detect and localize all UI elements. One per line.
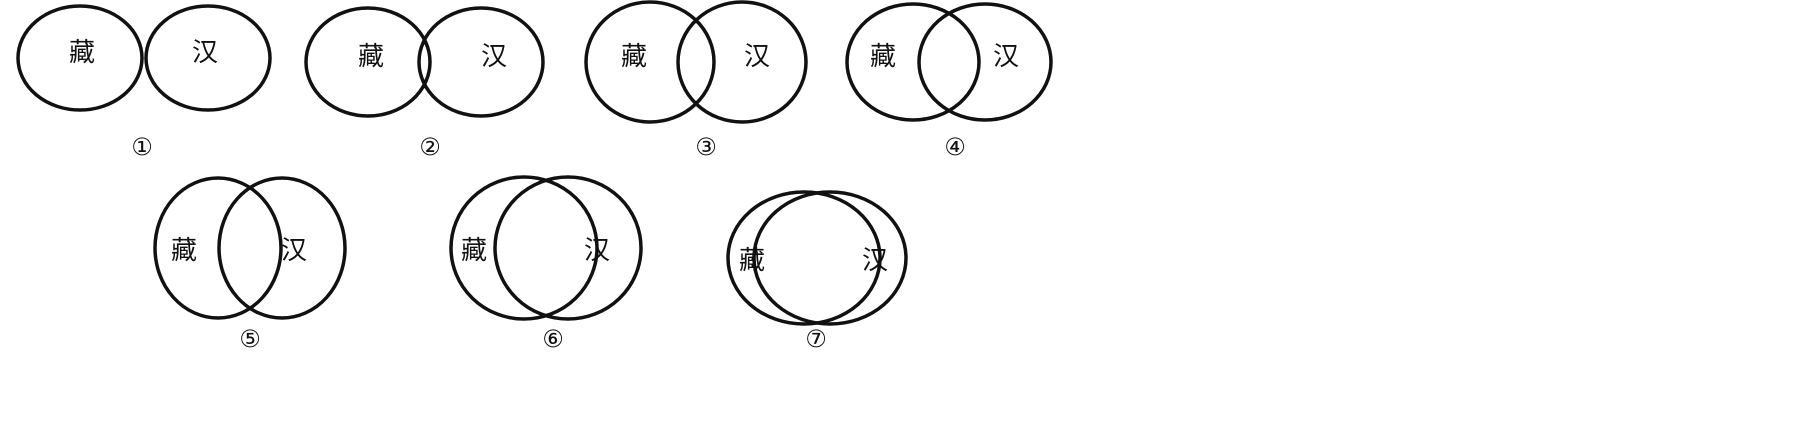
left-set-circle	[449, 175, 599, 321]
right-set-circle	[217, 176, 347, 320]
diagram-number: ⑦	[805, 325, 827, 353]
diagram-number: ⑤	[239, 325, 261, 353]
right-set-label: 汉	[584, 236, 610, 266]
venn-diagram-4: 藏 汉 ④	[845, 2, 1053, 161]
venn-diagram-5: 藏 汉 ⑤	[153, 176, 347, 353]
left-set-label: 藏	[69, 38, 95, 68]
diagram-number: ④	[944, 133, 966, 161]
left-set-label: 藏	[461, 236, 487, 266]
right-set-circle	[417, 6, 545, 118]
right-set-label: 汉	[481, 42, 507, 72]
left-set-circle	[304, 6, 432, 118]
left-set-label: 藏	[621, 42, 647, 72]
right-set-circle	[752, 190, 908, 326]
right-set-label: 汉	[862, 246, 888, 276]
left-set-circle	[584, 0, 716, 124]
diagram-number: ⑥	[542, 325, 564, 353]
diagram-number: ③	[695, 133, 717, 161]
diagram-number: ②	[419, 133, 441, 161]
right-set-circle	[676, 0, 808, 124]
left-set-circle	[153, 176, 283, 320]
right-set-label: 汉	[744, 42, 770, 72]
left-set-circle	[16, 4, 144, 112]
venn-diagram-1: 藏 汉 ①	[16, 4, 272, 161]
venn-diagram-2: 藏 汉 ②	[304, 6, 545, 161]
venn-diagram-7: 藏 汉 ⑦	[726, 190, 908, 353]
venn-diagram-6: 藏 汉 ⑥	[449, 175, 643, 353]
right-set-label: 汉	[192, 38, 218, 68]
right-set-label: 汉	[281, 236, 307, 266]
left-set-circle	[845, 2, 981, 122]
left-set-label: 藏	[358, 42, 384, 72]
left-set-label: 藏	[739, 246, 765, 276]
venn-diagram-3: 藏 汉 ③	[584, 0, 808, 161]
left-set-label: 藏	[870, 42, 896, 72]
left-set-circle	[726, 190, 882, 326]
right-set-circle	[917, 2, 1053, 122]
left-set-label: 藏	[171, 236, 197, 266]
right-set-circle	[144, 4, 272, 112]
right-set-label: 汉	[993, 42, 1019, 72]
right-set-circle	[493, 175, 643, 321]
diagram-number: ①	[131, 133, 153, 161]
